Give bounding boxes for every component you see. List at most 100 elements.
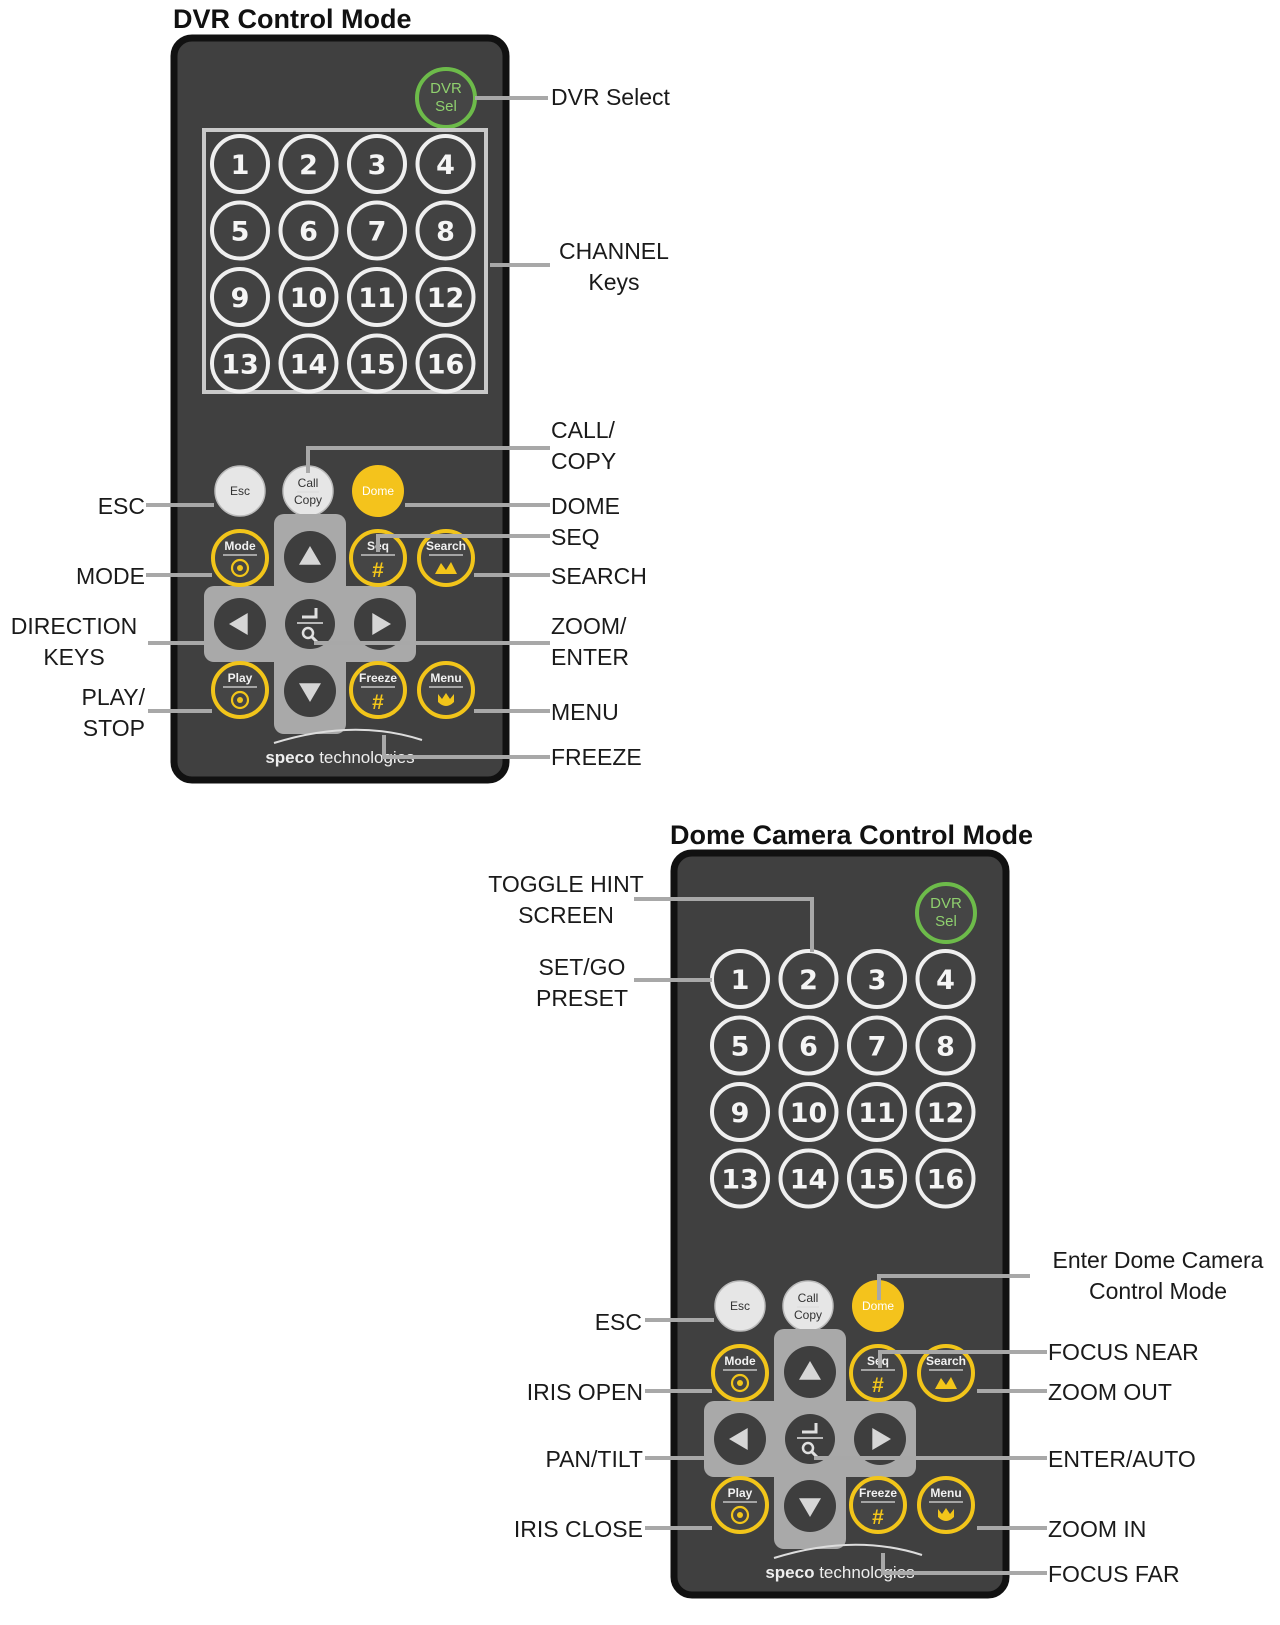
dvr-sel-label-1: DVR	[430, 80, 462, 97]
menu-button-label: Menu	[430, 671, 461, 685]
channel-key-label: 3	[368, 150, 387, 181]
call-copy-callout-text-1: CALL/	[551, 417, 616, 443]
esc-callout-text-1: ESC	[98, 493, 145, 519]
menu-button-label: Menu	[930, 1486, 961, 1500]
direction-keys-callout-text-2: KEYS	[43, 644, 104, 670]
channel-keys-callout: CHANNELKeys	[490, 238, 669, 295]
aperture-center	[237, 697, 243, 703]
call-copy-callout-text-2: COPY	[551, 448, 616, 474]
aperture-center	[737, 1380, 743, 1386]
channel-key-label: 4	[936, 965, 955, 996]
channel-key-label: 10	[790, 1098, 828, 1129]
dvr-select-callout-text-1: DVR Select	[551, 84, 670, 110]
dvr-sel-label-2: Sel	[435, 98, 457, 115]
esc-button-label: Esc	[730, 1299, 750, 1313]
channel-key-label: 13	[221, 350, 259, 381]
copy-button-label: Copy	[794, 1308, 822, 1322]
enter-dome-callout-text-1: Enter Dome Camera	[1053, 1247, 1264, 1273]
dome-button-label: Dome	[362, 484, 394, 498]
dvr-sel-label-2: Sel	[935, 913, 957, 930]
dvr-panel-title: DVR Control Mode	[173, 4, 411, 34]
iris-close-callout-text-1: IRIS CLOSE	[514, 1516, 643, 1542]
menu-callout-text-1: MENU	[551, 699, 619, 725]
toggle-hint-callout-text-2: SCREEN	[518, 902, 614, 928]
brand-bold: speco	[265, 748, 314, 767]
direction-keys-callout-text-1: DIRECTION	[11, 613, 138, 639]
channel-key-label: 15	[858, 1165, 896, 1196]
channel-key-label: 2	[799, 965, 818, 996]
dvr-remote: DVRSel12345678910111213141516EscCallCopy…	[174, 38, 506, 780]
channel-key-label: 13	[721, 1165, 759, 1196]
play-stop-callout-text-2: STOP	[83, 715, 145, 741]
dvr-sel-label-1: DVR	[930, 895, 962, 912]
freeze-button-label: Freeze	[859, 1486, 897, 1500]
call-copy-button[interactable]	[283, 466, 333, 516]
zoom-enter-callout-text-1: ZOOM/	[551, 613, 627, 639]
channel-key-label: 5	[231, 217, 250, 248]
channel-key-label: 11	[358, 283, 396, 314]
channel-key-label: 1	[231, 150, 250, 181]
hash-icon: #	[372, 559, 384, 582]
brand-bold: speco	[765, 1563, 814, 1582]
mode-callout-text-1: MODE	[76, 563, 145, 589]
channel-key-label: 12	[927, 1098, 965, 1129]
focus-near-callout-text-1: FOCUS NEAR	[1048, 1339, 1199, 1365]
channel-key-label: 7	[368, 217, 387, 248]
channel-key-label: 3	[868, 965, 887, 996]
channel-key-label: 12	[427, 283, 465, 314]
search-button-label: Search	[426, 539, 466, 553]
enter-auto-callout-text-1: ENTER/AUTO	[1048, 1446, 1196, 1472]
channel-key-label: 7	[868, 1032, 887, 1063]
channel-key-label: 16	[927, 1165, 965, 1196]
zoom-in-callout-text-1: ZOOM IN	[1048, 1516, 1146, 1542]
mode-button-label: Mode	[724, 1354, 756, 1368]
play-stop-callout-text-1: PLAY/	[82, 684, 146, 710]
zoom-out-callout-text-1: ZOOM OUT	[1048, 1379, 1172, 1405]
search-callout-text-1: SEARCH	[551, 563, 647, 589]
freeze-callout-text-1: FREEZE	[551, 744, 642, 770]
channel-key-label: 14	[790, 1165, 828, 1196]
hash-icon: #	[872, 1374, 884, 1397]
channel-key-label: 4	[436, 150, 455, 181]
freeze-button-label: Freeze	[359, 671, 397, 685]
enter-dome-callout-text-2: Control Mode	[1089, 1278, 1227, 1304]
call-button-label: Call	[798, 1291, 819, 1305]
dome-remote: DVRSel12345678910111213141516EscCallCopy…	[674, 853, 1006, 1595]
channel-key-label: 1	[731, 965, 750, 996]
channel-key-label: 6	[299, 217, 318, 248]
dome-callout-text-1: DOME	[551, 493, 620, 519]
dome-esc-callout-text-1: ESC	[595, 1309, 642, 1335]
call-button-label: Call	[298, 476, 319, 490]
dome-panel-title: Dome Camera Control Mode	[670, 820, 1033, 850]
channel-key-label: 5	[731, 1032, 750, 1063]
mode-button-label: Mode	[224, 539, 256, 553]
channel-key-label: 8	[936, 1032, 955, 1063]
channel-keys-callout-text-1: CHANNEL	[559, 238, 669, 264]
hash-icon: #	[872, 1506, 884, 1529]
dome-button-label: Dome	[862, 1299, 894, 1313]
toggle-hint-callout-text-1: TOGGLE HINT	[488, 871, 644, 897]
copy-button-label: Copy	[294, 493, 322, 507]
focus-far-callout-text-1: FOCUS FAR	[1048, 1561, 1180, 1587]
hash-icon: #	[372, 691, 384, 714]
seq-callout-text-1: SEQ	[551, 524, 600, 550]
search-button-label: Search	[926, 1354, 966, 1368]
channel-key-label: 15	[358, 350, 396, 381]
set-go-preset-callout-text-2: PRESET	[536, 985, 628, 1011]
aperture-center	[237, 565, 243, 571]
channel-key-label: 2	[299, 150, 318, 181]
channel-key-label: 9	[231, 283, 250, 314]
set-go-preset-callout-text-1: SET/GO	[539, 954, 626, 980]
channel-key-label: 11	[858, 1098, 896, 1129]
channel-key-label: 8	[436, 217, 455, 248]
call-copy-button[interactable]	[783, 1281, 833, 1331]
aperture-center	[737, 1512, 743, 1518]
pan-tilt-callout-text-1: PAN/TILT	[545, 1446, 643, 1472]
iris-open-callout-text-1: IRIS OPEN	[527, 1379, 643, 1405]
channel-key-label: 6	[799, 1032, 818, 1063]
channel-key-label: 10	[290, 283, 328, 314]
channel-key-label: 9	[731, 1098, 750, 1129]
play-button-label: Play	[728, 1486, 753, 1500]
esc-button-label: Esc	[230, 484, 250, 498]
